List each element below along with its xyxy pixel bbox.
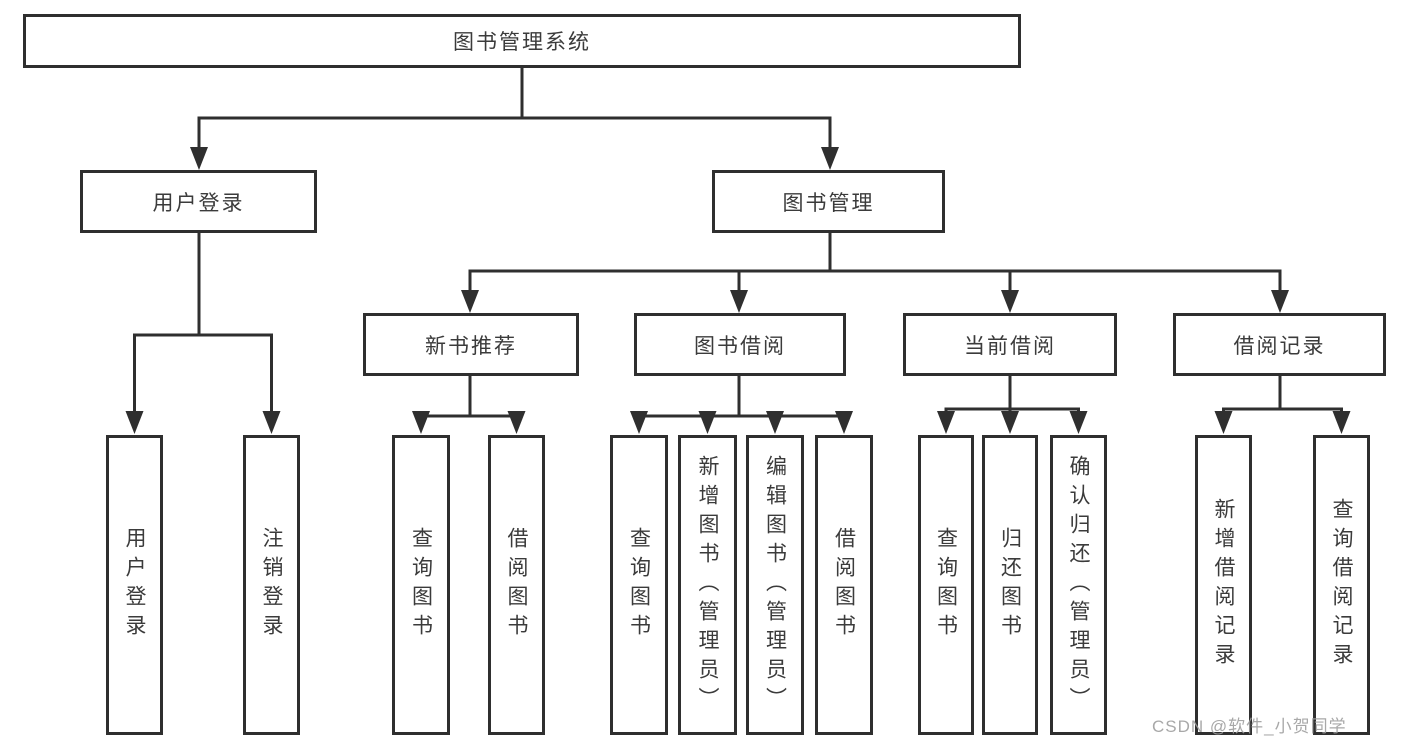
leaf-query-books-borrowing: 查询图书 (610, 435, 668, 735)
arrowhead-icons (125, 147, 1351, 434)
leaf-add-borrow-record: 新增借阅记录 (1195, 435, 1252, 735)
leaf-label: 新增图书（管理员） (696, 454, 719, 716)
node-user-login: 用户登录 (80, 170, 317, 233)
leaf-borrow-books-recommend: 借阅图书 (488, 435, 545, 735)
leaf-logout: 注销登录 (243, 435, 300, 735)
leaf-label: 借阅图书 (832, 527, 856, 643)
leaf-return-books: 归还图书 (982, 435, 1038, 735)
leaf-label: 确认归还（管理员） (1067, 454, 1090, 716)
leaf-query-borrow-record: 查询借阅记录 (1313, 435, 1370, 735)
leaf-user-login: 用户登录 (106, 435, 163, 735)
leaf-query-books-recommend: 查询图书 (392, 435, 450, 735)
leaf-label: 查询图书 (627, 527, 651, 643)
leaf-label: 归还图书 (998, 527, 1022, 643)
node-book-borrowing: 图书借阅 (634, 313, 846, 376)
leaf-add-books-admin: 新增图书（管理员） (678, 435, 737, 735)
node-borrowing-records: 借阅记录 (1173, 313, 1386, 376)
node-root-system: 图书管理系统 (23, 14, 1021, 68)
csdn-watermark: CSDN @软件_小贺同学 (1152, 717, 1347, 736)
leaf-edit-books-admin: 编辑图书（管理员） (746, 435, 804, 735)
leaf-label: 查询图书 (409, 527, 433, 643)
leaf-label: 新增借阅记录 (1212, 498, 1235, 672)
leaf-confirm-return-admin: 确认归还（管理员） (1050, 435, 1107, 735)
leaf-label: 用户登录 (123, 527, 146, 643)
leaf-label: 查询借阅记录 (1330, 498, 1353, 672)
leaf-label: 借阅图书 (505, 527, 528, 643)
leaf-label: 注销登录 (260, 527, 283, 643)
leaf-label: 编辑图书（管理员） (763, 454, 787, 716)
node-current-borrowing: 当前借阅 (903, 313, 1117, 376)
leaf-label: 查询图书 (934, 527, 958, 643)
leaf-query-books-current: 查询图书 (918, 435, 974, 735)
leaf-borrow-books: 借阅图书 (815, 435, 873, 735)
node-book-management: 图书管理 (712, 170, 945, 233)
node-new-book-recommend: 新书推荐 (363, 313, 579, 376)
